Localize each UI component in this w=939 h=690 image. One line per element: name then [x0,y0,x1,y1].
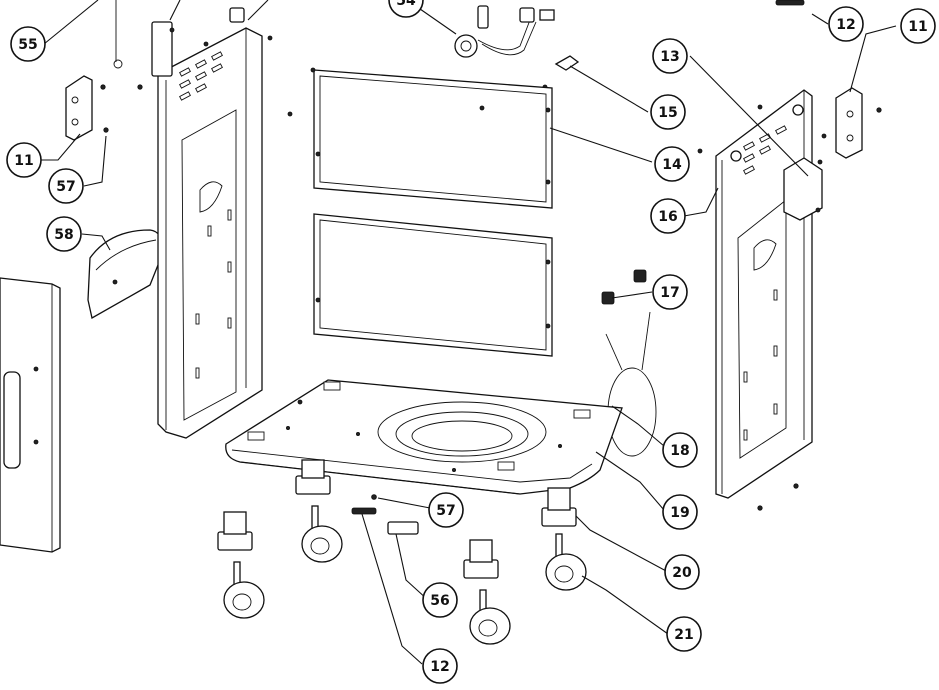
leader-lines [38,0,897,665]
side-hook-bracket [87,229,164,320]
callout-circle [652,38,688,74]
callout-circle [6,142,42,178]
callout-17: 17 [652,274,688,310]
callout-circle [46,216,82,252]
callout-16: 16 [650,198,686,234]
callout-19: 19 [662,494,698,530]
callout-circle [10,26,46,62]
callout-12: 12 [422,648,458,684]
callout-58: 58 [46,216,82,252]
mounting-clip [542,55,580,90]
callout-number: 58 [54,227,73,243]
callout-labels: 55 54 12 11 13 15 14 11 57 16 58 17 18 19 57 20 56 21 12 [6,0,936,684]
callout-number: 57 [56,179,75,195]
tank-retaining-ring [605,311,657,457]
caster-back-left [223,561,265,619]
callout-number: 18 [670,443,689,459]
small-hardware [351,494,419,535]
callout-circle [48,168,84,204]
callout-circle [422,582,458,618]
callout-54: 54 [388,0,424,18]
callout-circle [666,616,702,652]
callout-number: 15 [658,105,677,121]
callout-number: 57 [436,503,455,519]
callout-57: 57 [428,492,464,528]
callout-number: 14 [662,157,682,173]
caster-back-right [469,589,511,645]
panel-clips [601,269,647,305]
callout-number: 16 [658,209,677,225]
callout-number: 56 [430,593,449,609]
callout-number: 11 [14,153,33,169]
back-panel-lower [313,213,553,357]
callout-number: 20 [672,565,692,581]
callout-15: 15 [650,94,686,130]
callout-13: 13 [652,38,688,74]
callout-number: 19 [670,505,689,521]
callout-12: 12 [828,6,864,42]
caster-front-left [301,505,343,563]
callout-circle [664,554,700,590]
callout-circle [654,146,690,182]
callout-circle [900,8,936,44]
callout-circle [650,94,686,130]
callout-number: 54 [396,0,416,9]
callout-number: 13 [660,49,679,65]
gas-regulator-hose [454,5,555,58]
caster-socket-front-right [541,487,577,527]
callout-number: 55 [18,37,37,53]
bottom-shelf [225,379,623,495]
callout-18: 18 [662,432,698,468]
callout-circle [422,648,458,684]
caster-socket-back-right [463,539,499,579]
wire-hook [113,0,123,69]
callout-20: 20 [664,554,700,590]
right-side-panel [697,89,827,511]
callout-55: 55 [10,26,46,62]
callout-number: 11 [908,19,927,35]
callout-circle [662,432,698,468]
caster-front-right [545,533,587,591]
callout-56: 56 [422,582,458,618]
hinge-bracket-left [65,75,143,141]
left-side-panel [151,7,293,439]
caster-socket-front-left [295,459,331,495]
hinge-bracket-right [835,87,882,159]
callout-circle [652,274,688,310]
callout-21: 21 [666,616,702,652]
callout-circle [650,198,686,234]
callout-14: 14 [654,146,690,182]
cabinet-door [0,277,61,553]
callout-number: 17 [660,285,679,301]
callout-11: 11 [900,8,936,44]
handle-bar-top [775,0,805,6]
callout-number: 21 [674,627,693,643]
callout-circle [662,494,698,530]
callout-circle [428,492,464,528]
callout-11: 11 [6,142,42,178]
callout-circle [388,0,424,18]
back-panel-upper [310,67,553,209]
caster-socket-back-left [217,511,253,551]
callout-number: 12 [836,17,855,33]
callout-circle [828,6,864,42]
callout-57: 57 [48,168,84,204]
callout-number: 12 [430,659,449,675]
